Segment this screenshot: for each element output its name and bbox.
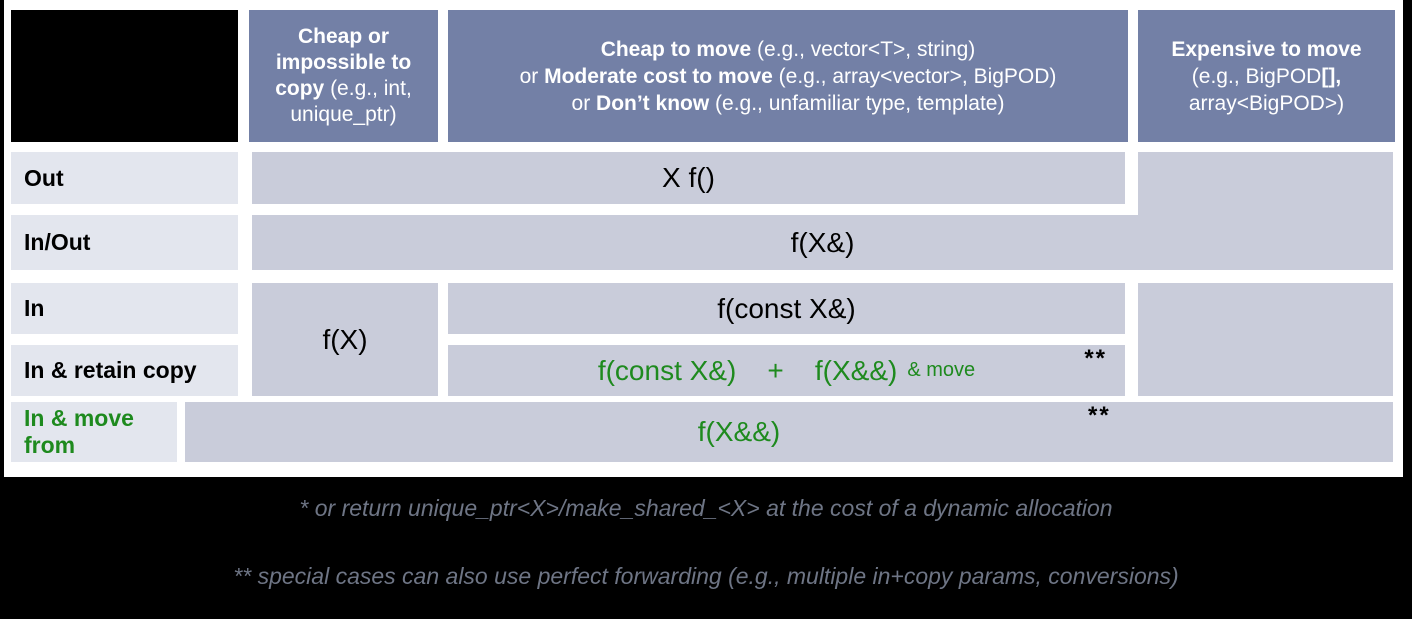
cell-in-retain-copy-value-text: f(const X&) + f(X&&): [597, 354, 898, 386]
cell-in-copy-value-text: f(X): [322, 323, 368, 355]
cell-in-copy-value: f(X): [252, 283, 438, 396]
row-label-in-out-text: In/Out: [24, 229, 91, 255]
row-label-out-text: Out: [24, 164, 64, 191]
cell-inout-value: f(X&): [252, 215, 1393, 270]
cell-right-block-in-retain: [1138, 283, 1393, 396]
row-label-in-move-from-text: In & move from: [24, 405, 134, 458]
cell-out-value-text: X f(): [662, 162, 715, 193]
header-col3-line2: (e.g., BigPOD[],: [1191, 64, 1342, 88]
header-cheap-or-moderate-to-move: Cheap to move (e.g., vector<T>, string) …: [448, 10, 1128, 142]
cell-out-value: X f(): [252, 152, 1125, 204]
row-label-in-out: In/Out: [11, 215, 238, 270]
row-label-out: Out: [11, 152, 238, 204]
footnote-marker-movefrom: **: [1088, 402, 1111, 429]
header-col3-line1: Expensive to move: [1171, 37, 1362, 61]
row-label-in-retain-copy-text: In & retain copy: [24, 357, 197, 383]
header-col3-line3: array<BigPOD>): [1188, 91, 1345, 115]
row-label-in: In: [11, 283, 238, 334]
cell-in-value: f(const X&): [448, 283, 1125, 334]
cell-in-move-from-value: f(X&&) **: [185, 402, 1393, 462]
footnote-dynamic-allocation: * or return unique_ptr<X>/make_shared_<X…: [299, 495, 1113, 521]
corner-box: [11, 10, 238, 142]
cell-in-move-from-value-text: f(X&&): [697, 416, 781, 447]
cell-in-retain-copy-value: f(const X&) + f(X&&) & move **: [448, 345, 1125, 396]
header-col2-line2: or Moderate cost to move (e.g., array<ve…: [519, 64, 1057, 88]
footnote-marker-retain: **: [1084, 345, 1107, 372]
cell-in-value-text: f(const X&): [717, 292, 856, 324]
row-label-in-text: In: [24, 295, 45, 321]
row-label-in-retain-copy: In & retain copy: [11, 345, 238, 396]
cell-inout-value-text: f(X&): [790, 226, 855, 258]
row-label-in-move-from: In & move from: [11, 402, 177, 462]
header-col2-line3: or Don’t know (e.g., unfamiliar type, te…: [571, 91, 1005, 115]
header-col1-text: Cheap or impossible to copy (e.g., int, …: [275, 25, 412, 126]
header-col2-line1: Cheap to move (e.g., vector<T>, string): [600, 37, 976, 61]
header-expensive-to-move: Expensive to move (e.g., BigPOD[], array…: [1138, 10, 1395, 142]
cell-in-retain-copy-suffix: & move: [907, 359, 976, 381]
header-cheap-or-impossible-to-copy: Cheap or impossible to copy (e.g., int, …: [249, 10, 438, 142]
footnote-perfect-forwarding: ** special cases can also use perfect fo…: [233, 563, 1179, 589]
